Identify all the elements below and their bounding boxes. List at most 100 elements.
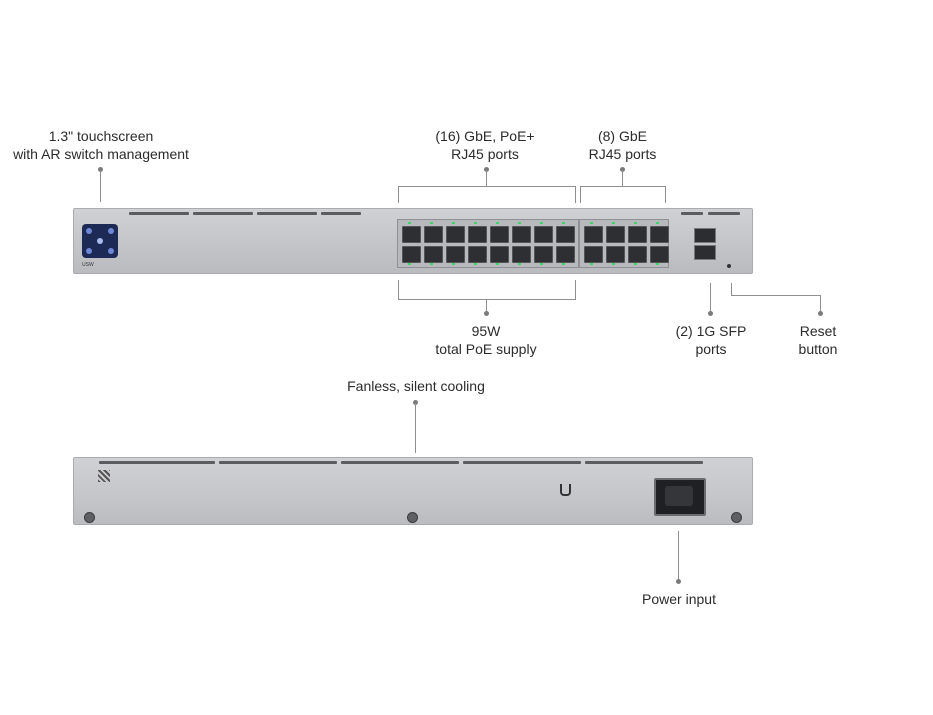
switch-front-panel: USW [73,208,753,274]
poe-rj45-port[interactable] [490,246,509,263]
poe-rj45-port[interactable] [534,246,553,263]
touchscreen-leader-dot [98,167,103,172]
gbe-rj45-port[interactable] [650,226,669,243]
gbe-rj45-port[interactable] [606,226,625,243]
poe-supply-callout-line2: total PoE supply [435,341,537,357]
reset-leader-drop [820,295,821,313]
poe-rj45-port[interactable] [490,226,509,243]
power-callout-line1: Power input [642,591,716,607]
power-socket-icon [665,486,693,506]
poe-rj45-port[interactable] [424,246,443,263]
screw-icon [84,512,95,523]
poe-rj45-port[interactable] [512,226,531,243]
model-mark: USW [82,262,94,268]
gbe-port-block [579,219,669,268]
screw-icon [731,512,742,523]
gbe-rj45-port[interactable] [628,226,647,243]
poe-rj45-port[interactable] [534,226,553,243]
sfp-ports-callout: (2) 1G SFP ports [668,322,754,358]
gbe-ports-callout-line1: (8) GbE [597,128,647,144]
poe-supply-leader-dot [484,311,489,316]
screw-icon [407,512,418,523]
sfp-port-2[interactable] [694,245,716,260]
poe-rj45-port[interactable] [402,246,421,263]
poe-rj45-port[interactable] [556,246,575,263]
gbe-rj45-port[interactable] [584,226,603,243]
power-input-port[interactable] [654,478,706,516]
port-led-icon [562,263,565,265]
switch-rear-panel [73,457,753,525]
poe-ports-callout-line1: (16) GbE, PoE+ [435,128,535,144]
poe-supply-bracket-left [398,280,399,300]
screen-dot [108,228,114,234]
power-leader-dot [676,579,681,584]
gbe-rj45-port[interactable] [584,246,603,263]
gbe-ports-bracket-left [580,186,581,203]
cooling-callout-line1: Fanless, silent cooling [347,378,485,394]
poe-rj45-port[interactable] [446,246,465,263]
screen-dot [108,248,114,254]
qr-code-icon [98,470,110,482]
sfp-ports-leader [710,283,711,313]
power-leader [678,531,679,581]
reset-button[interactable] [727,264,731,268]
sfp-ports-callout-line1: (2) 1G SFP [675,323,747,339]
rear-vent [463,461,581,464]
gbe-rj45-port[interactable] [650,246,669,263]
poe-ports-leader-dot [484,167,489,172]
port-led-icon [474,222,477,224]
poe-rj45-port[interactable] [402,226,421,243]
port-led-icon [612,222,615,224]
reset-leader-dot [818,311,823,316]
poe-rj45-port[interactable] [446,226,465,243]
gbe-ports-bracket [580,186,666,187]
sfp-ports-leader-dot [708,311,713,316]
port-led-icon [430,263,433,265]
sfp-port-1[interactable] [694,228,716,243]
poe-rj45-port[interactable] [468,226,487,243]
reset-button-callout-line2: button [798,341,838,357]
cooling-callout: Fanless, silent cooling [336,377,496,395]
port-led-icon [430,222,433,224]
port-led-icon [518,222,521,224]
poe-rj45-port[interactable] [424,226,443,243]
gbe-rj45-port[interactable] [606,246,625,263]
port-led-icon [474,263,477,265]
poe-supply-leader [486,299,487,313]
rear-vent [219,461,337,464]
front-vent [321,212,361,215]
poe-ports-bracket-right [575,186,576,203]
port-led-icon [518,263,521,265]
port-led-icon [452,222,455,224]
power-callout: Power input [630,590,728,608]
port-led-icon [656,263,659,265]
gbe-ports-callout: (8) GbE RJ45 ports [575,127,670,163]
port-led-icon [408,263,411,265]
sfp-ports-callout-line2: ports [695,341,727,357]
rear-vent [585,461,703,464]
port-led-icon [408,222,411,224]
port-led-icon [634,263,637,265]
poe-rj45-port[interactable] [468,246,487,263]
reset-button-callout-line1: Reset [799,323,837,339]
port-led-icon [452,263,455,265]
poe-port-block [397,219,579,268]
screen-dot [97,238,103,244]
port-led-icon [590,222,593,224]
poe-rj45-port[interactable] [512,246,531,263]
front-vent [193,212,253,215]
cooling-leader [415,403,416,453]
rear-vent [341,461,459,464]
touchscreen-callout-line2: with AR switch management [13,146,189,162]
gbe-rj45-port[interactable] [628,246,647,263]
touchscreen[interactable] [82,224,118,258]
gbe-ports-callout-line2: RJ45 ports [588,146,657,162]
touchscreen-callout: 1.3" touchscreen with AR switch manageme… [10,127,192,163]
gbe-ports-bracket-right [665,186,666,203]
port-led-icon [634,222,637,224]
poe-supply-callout-line1: 95W [471,323,501,339]
rear-vent [99,461,215,464]
poe-rj45-port[interactable] [556,226,575,243]
port-led-icon [496,222,499,224]
port-led-icon [496,263,499,265]
